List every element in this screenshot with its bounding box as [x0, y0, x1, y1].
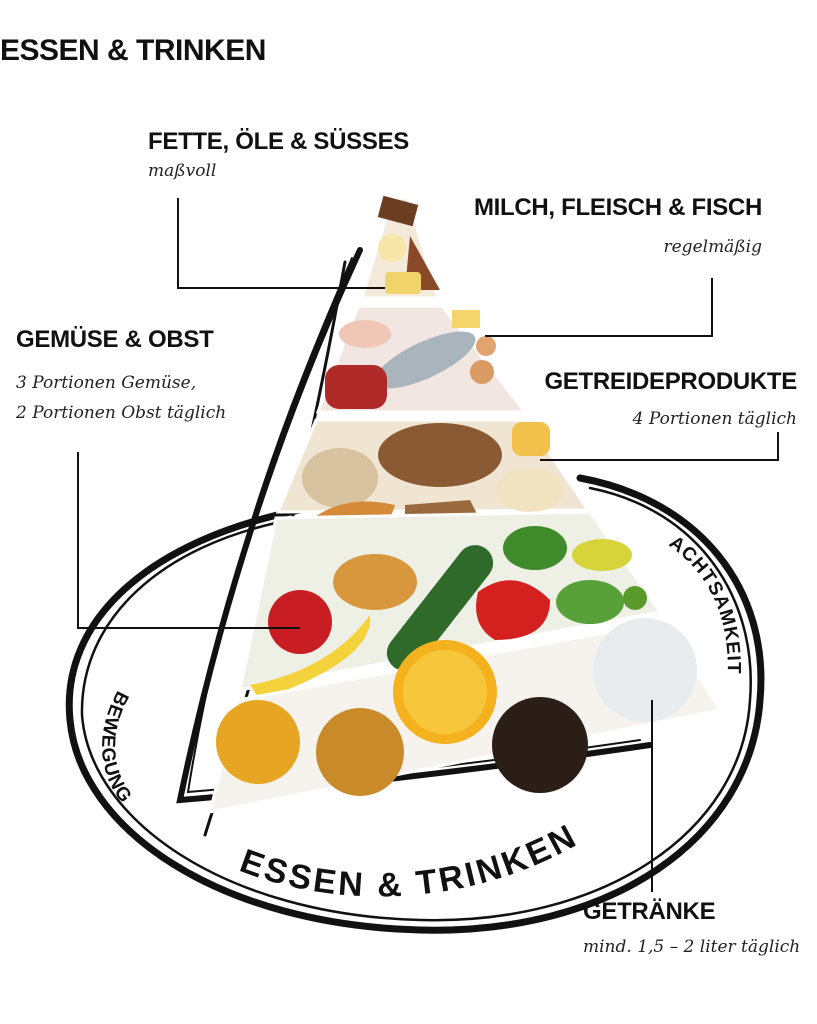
- milch-note: regelmäßig: [663, 237, 763, 257]
- label-getraenke: GETRÄNKE mind. 1,5 – 2 liter täglich: [583, 898, 800, 962]
- ring-center-label-text: ESSEN & TRINKEN: [235, 817, 581, 905]
- apple-shape: [268, 590, 332, 654]
- pasta-shape: [512, 422, 550, 456]
- egg-shape: [476, 336, 496, 356]
- honey-shape: [378, 234, 406, 262]
- ring-outline: [65, 247, 765, 934]
- leader-lines: [77, 198, 779, 892]
- leader-line-fette: [177, 198, 385, 289]
- gemuese-note-line2: 2 Portionen Obst täglich: [16, 403, 227, 423]
- ring-left-label-text: BEWEGUNG: [97, 688, 135, 808]
- gemuese-heading: GEMÜSE & OBST: [16, 326, 214, 353]
- label-fette: FETTE, ÖLE & SÜSSES maßvoll: [148, 128, 409, 186]
- ring-left-label: BEWEGUNG: [97, 688, 136, 808]
- fish-shape: [374, 331, 476, 389]
- getraenke-note: mind. 1,5 – 2 liter täglich: [583, 937, 801, 957]
- zucchini-shape: [386, 545, 494, 671]
- cheese-shape: [452, 310, 480, 328]
- rice-shape: [496, 468, 564, 512]
- steak-shape: [325, 365, 387, 409]
- butter-shape: [385, 272, 421, 294]
- getreide-note: 4 Portionen täglich: [632, 409, 797, 429]
- ring-center-label: ESSEN & TRINKEN: [235, 817, 584, 905]
- banana-shape: [250, 615, 371, 700]
- apple-juice-glass-shape: [316, 708, 404, 796]
- tea-cup-shape: [216, 700, 300, 784]
- page-title: ESSEN & TRINKEN: [0, 34, 266, 67]
- label-milch: MILCH, FLEISCH & FISCH regelmäßig: [474, 194, 762, 262]
- milch-heading: MILCH, FLEISCH & FISCH: [473, 194, 762, 221]
- pyramid: [207, 195, 723, 814]
- peas-shape: [623, 586, 647, 610]
- juice-glass-inner: [403, 650, 487, 734]
- label-gemuese: GEMÜSE & OBST 3 Portionen Gemüse, 2 Port…: [16, 326, 226, 428]
- chocolate-shape: [377, 195, 419, 227]
- bread-shape: [378, 423, 502, 487]
- pepper-shape: [476, 580, 550, 640]
- egg-shape: [470, 360, 494, 384]
- getraenke-heading: GETRÄNKE: [583, 898, 716, 925]
- leader-line-getreide: [540, 432, 779, 461]
- getreide-heading: GETREIDEPRODUKTE: [544, 368, 797, 395]
- label-getreide: GETREIDEPRODUKTE 4 Portionen täglich: [544, 368, 797, 434]
- potato-shape: [333, 554, 417, 610]
- leader-line-gemuese: [77, 452, 300, 629]
- fette-note: maßvoll: [148, 161, 217, 181]
- chicken-shape: [339, 320, 391, 348]
- lettuce-shape: [556, 580, 624, 624]
- water-glass-shape: [593, 618, 697, 722]
- carambola-shape: [572, 539, 632, 571]
- fette-heading: FETTE, ÖLE & SÜSSES: [148, 128, 410, 155]
- gemuese-note-line1: 3 Portionen Gemüse,: [16, 373, 197, 393]
- leader-line-milch: [485, 278, 713, 337]
- broccoli-shape: [503, 526, 567, 570]
- coffee-cup-shape: [492, 697, 588, 793]
- muesli-shape: [302, 448, 378, 508]
